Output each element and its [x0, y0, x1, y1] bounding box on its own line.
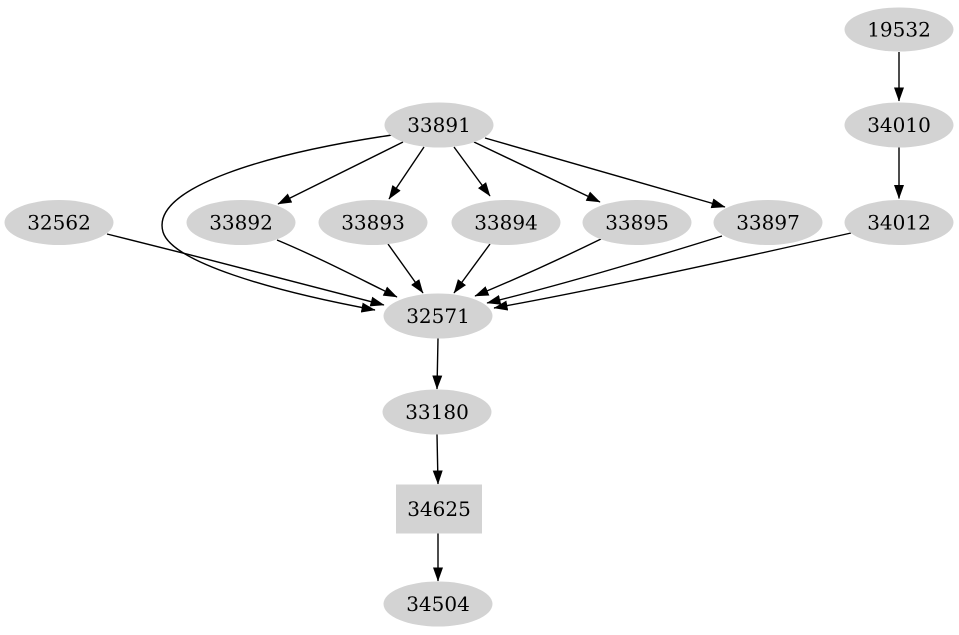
node-ellipse-33897: [713, 200, 823, 245]
node-33893: 33893: [318, 200, 428, 245]
node-ellipse-33893: [318, 200, 428, 245]
node-layer: 19532 34010 34012 33891 32562 33892 33893 33894…: [4, 7, 954, 627]
node-label-34504: 34504: [406, 592, 470, 616]
node-label-33891: 33891: [407, 113, 471, 137]
node-label-32571: 32571: [406, 304, 470, 328]
node-19532: 19532: [844, 7, 954, 52]
node-label-34625: 34625: [407, 497, 471, 521]
node-label-33893: 33893: [341, 211, 405, 235]
node-box-34625: [396, 484, 482, 534]
node-label-34010: 34010: [867, 113, 931, 137]
node-ellipse-19532: [844, 7, 954, 52]
edge-33895-to-32571: [474, 238, 602, 297]
edge-33891-to-33894: [453, 146, 491, 197]
edge-32562-to-32571: [106, 233, 385, 307]
edge-33891-to-32571: [161, 134, 393, 313]
node-ellipse-34010: [844, 102, 954, 148]
node-34625: 34625: [396, 484, 482, 534]
node-33894: 33894: [451, 200, 561, 245]
edge-33897-to-32571: [486, 235, 723, 305]
node-ellipse-34504: [383, 581, 493, 627]
node-34010: 34010: [844, 102, 954, 148]
edge-33892-to-32571: [276, 239, 398, 298]
node-label-33897: 33897: [736, 211, 800, 235]
edge-33891-to-33895: [473, 141, 601, 203]
node-label-33180: 33180: [405, 400, 469, 424]
node-label-33892: 33892: [209, 211, 273, 235]
edge-33891-to-33897: [484, 137, 726, 209]
node-33180: 33180: [382, 389, 492, 435]
node-ellipse-33894: [451, 200, 561, 245]
node-ellipse-32562: [4, 200, 114, 245]
edge-layer: [106, 52, 904, 582]
node-ellipse-33895: [582, 200, 692, 245]
edge-33891-to-33892: [277, 141, 404, 205]
node-33895: 33895: [582, 200, 692, 245]
node-34012: 34012: [844, 200, 954, 245]
node-label-19532: 19532: [867, 18, 931, 42]
edge-33893-to-32571: [387, 243, 424, 294]
node-label-34012: 34012: [867, 211, 931, 235]
node-32571: 32571: [383, 293, 493, 339]
node-33892: 33892: [186, 200, 296, 245]
node-32562: 32562: [4, 200, 114, 245]
node-label-33894: 33894: [474, 211, 538, 235]
edge-33180-to-34625: [432, 434, 443, 485]
node-33897: 33897: [713, 200, 823, 245]
edge-33894-to-32571: [453, 243, 491, 294]
edge-34012-to-32571: [493, 232, 852, 311]
node-ellipse-32571: [383, 293, 493, 339]
node-ellipse-33892: [186, 200, 296, 245]
node-label-33895: 33895: [605, 211, 669, 235]
edge-32571-to-33180: [432, 338, 443, 390]
edge-33891-to-33893: [388, 146, 425, 200]
node-ellipse-33891: [384, 102, 494, 148]
node-33891: 33891: [384, 102, 494, 148]
node-ellipse-34012: [844, 200, 954, 245]
node-label-32562: 32562: [27, 211, 91, 235]
node-ellipse-33180: [382, 389, 492, 435]
node-34504: 34504: [383, 581, 493, 627]
